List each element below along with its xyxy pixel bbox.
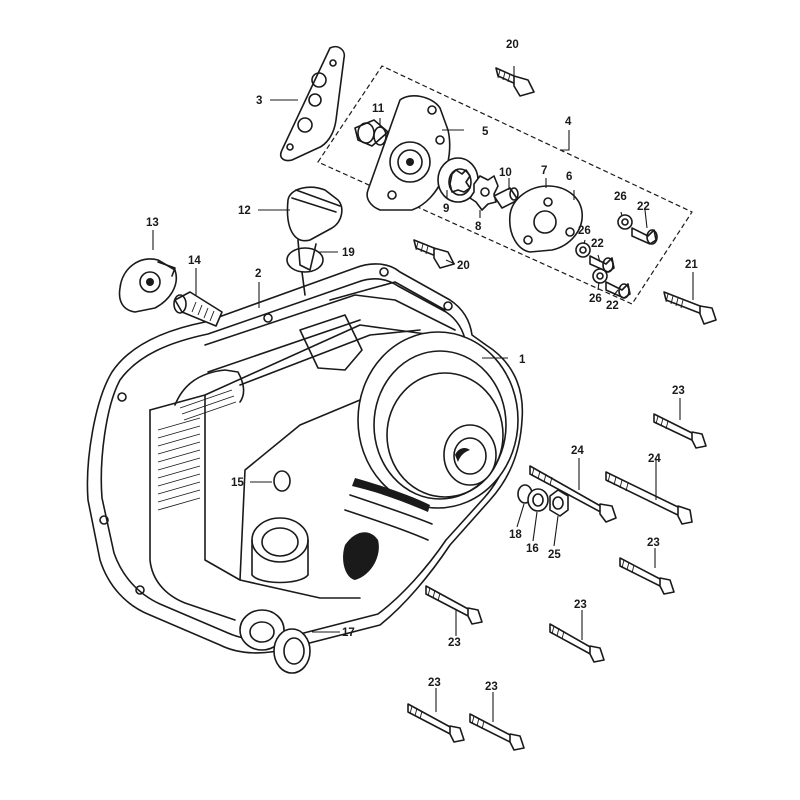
label-14: 14 (188, 255, 201, 267)
inner-rotor-8 (469, 175, 499, 211)
label-23-e: 23 (428, 677, 441, 689)
bolt-23-f (469, 713, 525, 751)
label-24-b: 24 (648, 453, 661, 465)
label-26-c: 26 (589, 293, 602, 305)
label-12: 12 (238, 205, 251, 217)
leader-lines (152, 66, 694, 722)
label-9: 9 (443, 203, 449, 215)
label-24-a: 24 (571, 445, 584, 457)
right-crankcase-cover (86, 263, 524, 654)
bolt-21 (663, 291, 717, 325)
label-8: 8 (475, 221, 482, 233)
label-20-mid: 20 (457, 260, 470, 272)
washer-26-c (592, 268, 608, 284)
gasket-3 (279, 45, 346, 162)
label-1: 1 (519, 354, 526, 366)
label-22-a: 22 (637, 201, 650, 213)
screw-22-b (589, 255, 615, 273)
label-5: 5 (482, 126, 489, 138)
bolt-23-e (407, 703, 465, 743)
label-15: 15 (231, 477, 244, 489)
label-23-d: 23 (574, 599, 587, 611)
label-16: 16 (526, 543, 539, 555)
oil-pump-assembly-box (317, 65, 693, 305)
label-4: 4 (565, 116, 572, 128)
pin-10 (493, 187, 519, 209)
bolt-24-b (605, 471, 693, 525)
label-13: 13 (146, 217, 159, 229)
o-ring-19 (286, 247, 324, 273)
stud-14 (173, 291, 223, 327)
label-26-b: 26 (578, 225, 591, 237)
label-3: 3 (256, 95, 262, 107)
label-23-a: 23 (672, 385, 685, 397)
label-22-c: 22 (606, 300, 619, 312)
nut-25 (549, 489, 569, 517)
label-6: 6 (566, 171, 572, 183)
label-19: 19 (342, 247, 355, 259)
label-25: 25 (548, 549, 561, 561)
oil-filler-cap-12 (286, 186, 343, 271)
bolt-23-c (425, 585, 483, 625)
bolt-20-top (495, 67, 535, 97)
label-11: 11 (372, 103, 385, 115)
oil-pump-body-5 (366, 95, 451, 211)
bolt-20-mid (413, 239, 455, 269)
screw-22-a (631, 227, 658, 245)
label-21: 21 (685, 259, 698, 271)
label-22-b: 22 (591, 238, 604, 250)
lever-13 (118, 258, 177, 313)
washer-26-b (575, 242, 591, 258)
bolt-23-d (549, 623, 605, 663)
label-23-f: 23 (485, 681, 498, 693)
label-10: 10 (499, 167, 512, 179)
bolt-24-a (529, 465, 617, 523)
label-17: 17 (342, 627, 355, 639)
cover-gasket (86, 263, 524, 654)
washer-16 (527, 488, 549, 512)
label-20-top: 20 (506, 39, 519, 51)
oil-seal-17 (273, 628, 311, 674)
label-18: 18 (509, 529, 522, 541)
bolt-23-a (653, 413, 707, 449)
label-2: 2 (255, 268, 261, 280)
label-23-b: 23 (647, 537, 660, 549)
part-number-labels: 1 2 3 4 5 6 7 8 9 10 11 12 13 14 15 16 1… (146, 39, 698, 693)
label-26-a: 26 (614, 191, 627, 203)
pump-cover-7 (508, 185, 583, 253)
collar-11 (354, 119, 389, 147)
bolt-23-b (619, 557, 675, 595)
label-23-c: 23 (448, 637, 461, 649)
washer-26-a (617, 214, 633, 230)
cap-15 (273, 470, 291, 492)
label-7: 7 (541, 165, 547, 177)
